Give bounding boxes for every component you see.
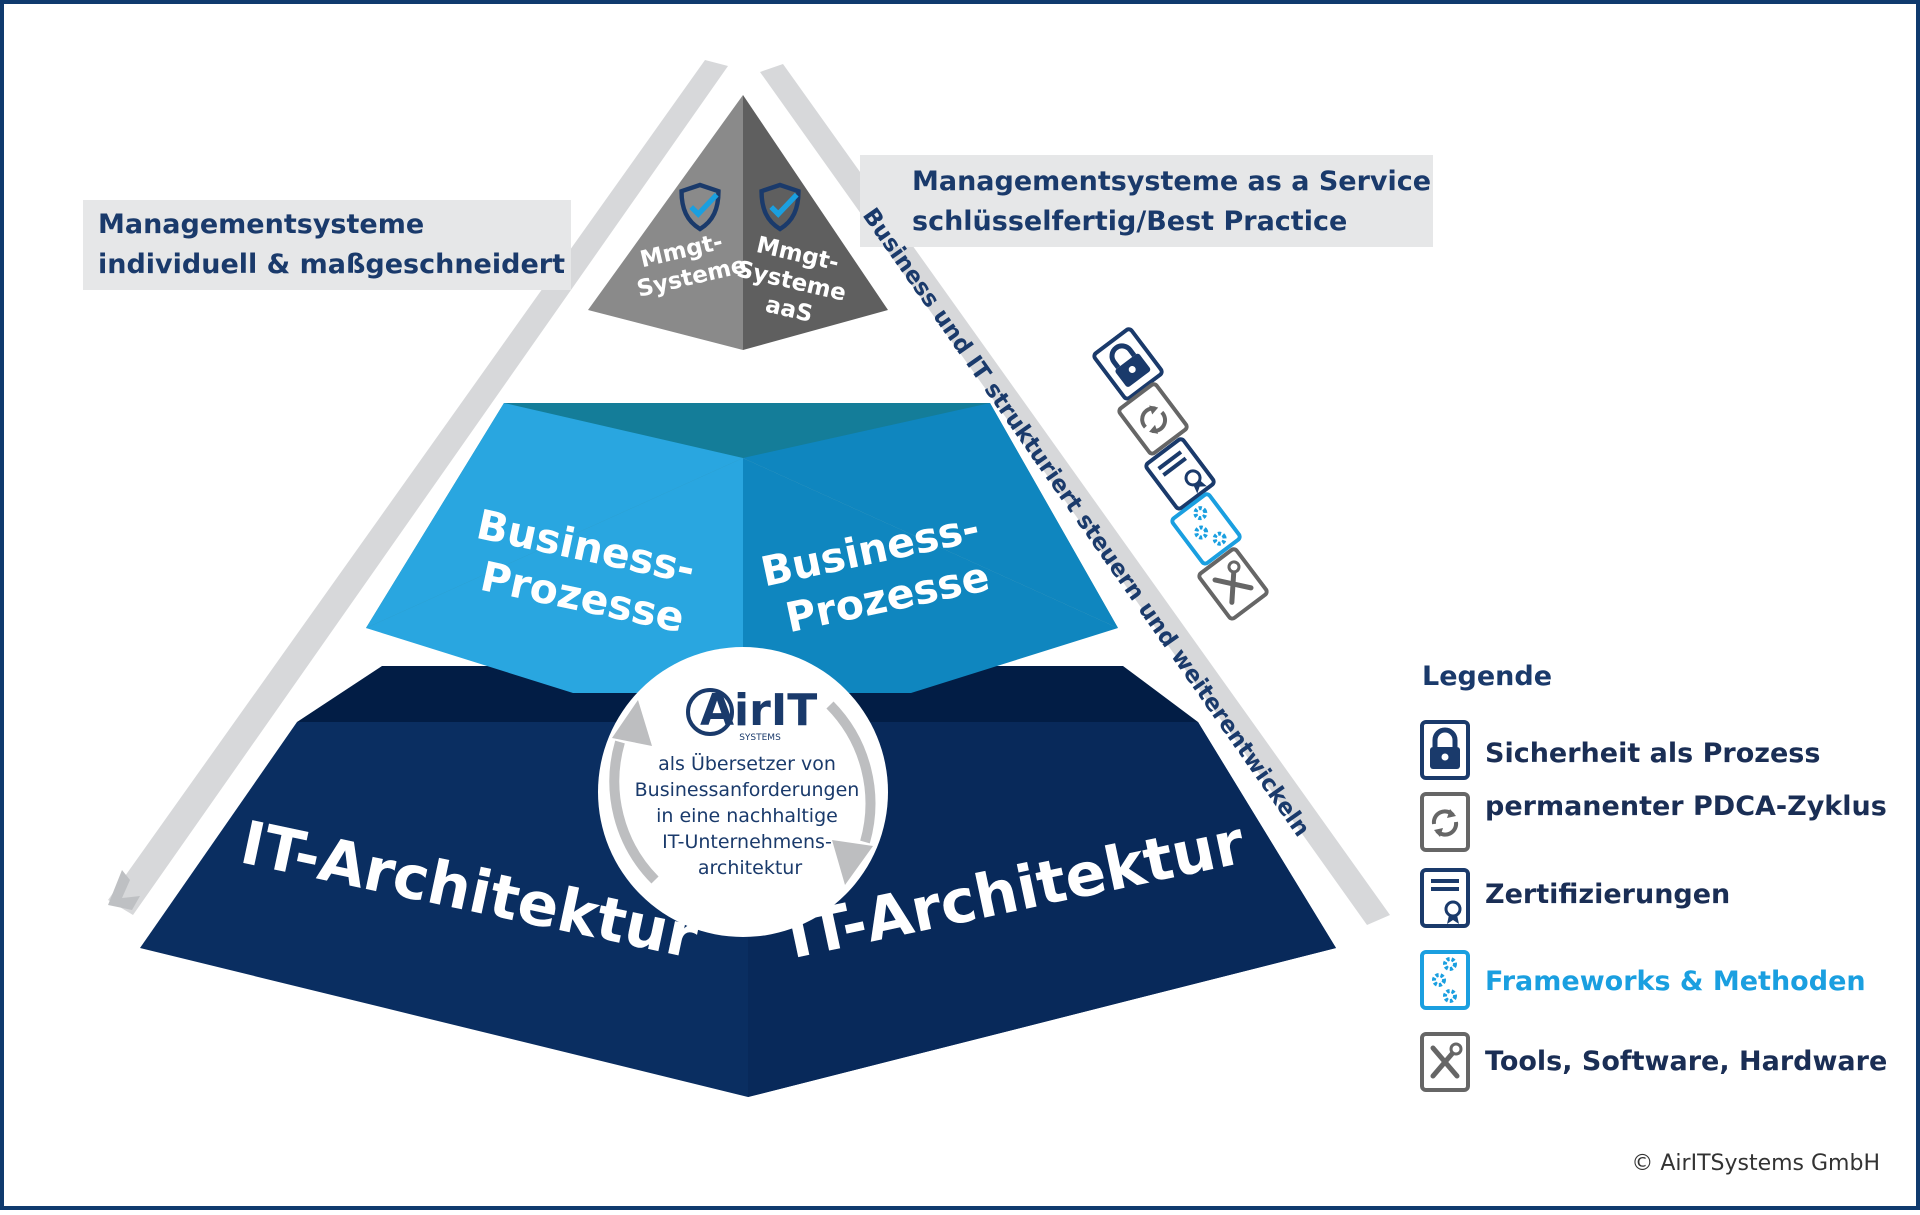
copyright: © AirITSystems GmbH <box>1631 1151 1880 1176</box>
legend-item-label: Frameworks & Methoden <box>1485 966 1866 997</box>
svg-text:als Übersetzer von Busin: als Übersetzer von Businessanforderungen… <box>635 752 866 879</box>
bottom-tier-right-face <box>748 722 1336 1097</box>
left-callout-line1: Managementsysteme <box>98 209 424 240</box>
left-chevron-band <box>108 60 728 915</box>
middle-tier-right-face <box>743 458 1118 693</box>
right-callout-line1: Managementsysteme as a Service <box>912 166 1431 197</box>
center-line-2: Businessanforderungen <box>635 779 860 801</box>
tools-icon <box>1422 1034 1468 1090</box>
certificate-icon <box>1422 870 1468 926</box>
right-callout-line2: schlüsselfertig/Best Practice <box>912 206 1347 237</box>
lock-icon <box>1422 722 1468 778</box>
left-callout-band <box>83 200 571 290</box>
logo-main: AirIT <box>700 685 817 736</box>
legend: Legende Sicherheit als Prozess permanent… <box>1422 661 1887 1090</box>
logo-ring-icon <box>686 688 734 736</box>
legend-item-label: Sicherheit als Prozess <box>1485 738 1820 769</box>
legend-item-label: Zertifizierungen <box>1485 879 1730 910</box>
legend-title: Legende <box>1422 661 1552 692</box>
center-line-4: IT-Unternehmens- <box>662 831 832 853</box>
legend-item-label: permanenter PDCA-Zyklus <box>1485 791 1887 822</box>
right-callout-band <box>860 155 1433 247</box>
top-tier-right-face <box>743 95 888 350</box>
center-line-3: in eine nachhaltige <box>656 805 838 827</box>
top-tier-left-face <box>588 95 743 350</box>
center-line-5: architektur <box>698 857 802 879</box>
legend-item-label: Tools, Software, Hardware <box>1485 1046 1887 1077</box>
logo-sub: SYSTEMS <box>739 733 781 743</box>
center-line-1: als Übersetzer von <box>658 752 836 775</box>
center-badge: AirIT SYSTEMS als Übersetzer von Busines… <box>598 647 888 937</box>
gears-icon <box>1422 952 1468 1008</box>
right-chevron-band <box>760 64 1390 925</box>
left-callout-line2: individuell & maßgeschneidert <box>98 249 565 280</box>
cycle-icon <box>1422 794 1468 850</box>
